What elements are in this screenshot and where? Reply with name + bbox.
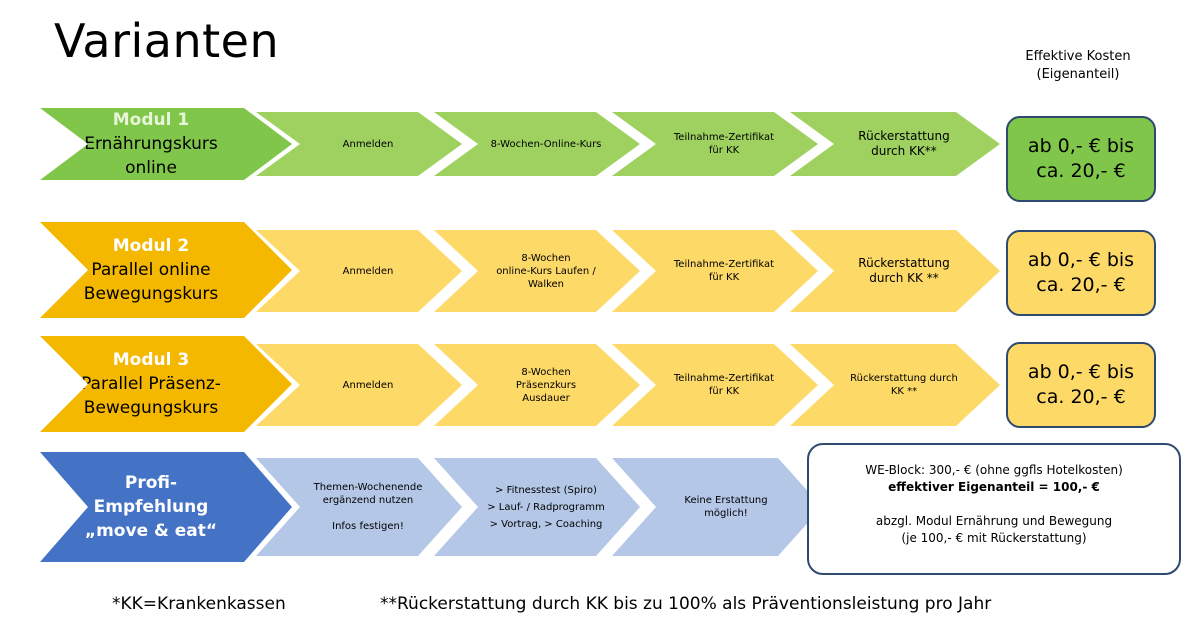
- module-2-step-3: Teilnahme-Zertifikat für KK: [612, 230, 818, 312]
- footnote-refund: **Rückerstattung durch KK bis zu 100% al…: [380, 594, 992, 614]
- profi-sub: Empfehlung „move & eat“: [84, 497, 218, 541]
- module-3-step-2: 8-Wochen Präsenzkurs Ausdauer: [434, 344, 640, 426]
- module-3-sub: Parallel Präsenz- Bewegungskurs: [81, 374, 221, 418]
- module-1-sub: Ernährungskurs online: [84, 134, 218, 178]
- module-3-step-3: Teilnahme-Zertifikat für KK: [612, 344, 818, 426]
- we-block-deduction: abzgl. Modul Ernährung und Bewegung (je …: [875, 514, 1113, 545]
- module-1-chevron: Modul 1 Ernährungskurs online: [40, 108, 292, 180]
- module-2-step-2: 8-Wochen online-Kurs Laufen / Walken: [434, 230, 640, 312]
- module-3-head: Modul 3: [112, 350, 190, 370]
- profi-head: Profi-: [124, 473, 178, 493]
- module-2-cost: ab 0,- € bis ca. 20,- €: [1006, 230, 1156, 316]
- module-3-chevron: Modul 3 Parallel Präsenz- Bewegungskurs: [40, 336, 292, 432]
- module-1-cost: ab 0,- € bis ca. 20,- €: [1006, 116, 1156, 202]
- profi-chevron: Profi- Empfehlung „move & eat“: [40, 452, 292, 562]
- module-2-chevron: Modul 2 Parallel online Bewegungskurs: [40, 222, 292, 318]
- we-block-info: WE-Block: 300,- € (ohne ggfls Hotelkoste…: [807, 443, 1181, 575]
- module-3-step-4: Rückerstattung durch KK **: [790, 344, 1000, 426]
- we-block-price: WE-Block: 300,- € (ohne ggfls Hotelkoste…: [865, 463, 1123, 477]
- module-1-step-4: Rückerstattung durch KK**: [790, 112, 1000, 176]
- module-1-step-2: 8-Wochen-Online-Kurs: [434, 112, 640, 176]
- cost-column-header: Effektive Kosten (Eigenanteil): [1025, 49, 1131, 82]
- module-1-step-3: Teilnahme-Zertifikat für KK: [612, 112, 818, 176]
- profi-step-1: Themen-Wochenende ergänzend nutzen Infos…: [256, 458, 462, 556]
- module-2-sub: Parallel online Bewegungskurs: [83, 260, 219, 304]
- profi-step-3: Keine Erstattung möglich!: [612, 458, 822, 556]
- module-2-head: Modul 2: [112, 236, 190, 256]
- module-3-cost: ab 0,- € bis ca. 20,- €: [1006, 342, 1156, 428]
- module-2-step-4: Rückerstattung durch KK **: [790, 230, 1000, 312]
- module-1-head: Modul 1: [112, 110, 190, 130]
- profi-step-2: > Fitnesstest (Spiro) > Lauf- / Radprogr…: [434, 458, 640, 556]
- page-title: Varianten: [54, 14, 280, 68]
- footnote-kk: *KK=Krankenkassen: [112, 594, 286, 614]
- we-block-eigenanteil: effektiver Eigenanteil = 100,- €: [888, 480, 1100, 494]
